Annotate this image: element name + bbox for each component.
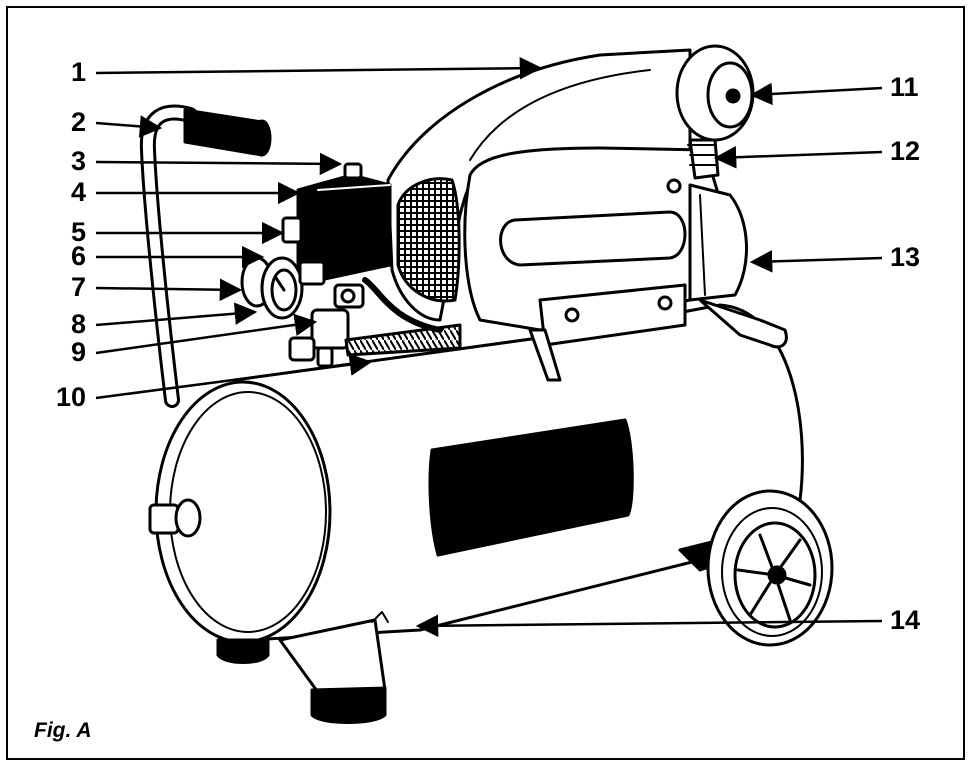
leader-7 bbox=[95, 278, 243, 301]
callout-8: 8 bbox=[70, 309, 86, 339]
motor-shroud bbox=[386, 48, 748, 382]
callout-4: 4 bbox=[70, 177, 86, 207]
callout-14: 14 bbox=[890, 605, 921, 635]
pressure-switch bbox=[281, 162, 392, 282]
leader-13 bbox=[749, 250, 883, 273]
callout-3: 3 bbox=[70, 146, 86, 176]
wheel bbox=[706, 489, 834, 647]
callout-11: 11 bbox=[890, 72, 919, 102]
leader-11 bbox=[749, 82, 883, 106]
callout-12: 12 bbox=[890, 136, 921, 166]
leader-9 bbox=[95, 313, 318, 355]
callout-6: 6 bbox=[70, 241, 86, 271]
air-filter bbox=[675, 44, 755, 180]
callout-2: 2 bbox=[70, 107, 86, 137]
figure-frame bbox=[6, 6, 965, 760]
callout-1: 1 bbox=[70, 57, 86, 87]
leader-1 bbox=[95, 56, 543, 80]
figure-caption: Fig. A bbox=[34, 719, 92, 742]
leader-12 bbox=[713, 146, 883, 169]
callout-9: 9 bbox=[70, 337, 86, 367]
tank-handle bbox=[139, 104, 272, 408]
callout-10: 10 bbox=[55, 382, 86, 412]
gauges bbox=[240, 256, 326, 320]
leader-lines bbox=[95, 56, 883, 638]
outlet-manifold bbox=[288, 277, 462, 368]
air-tank bbox=[148, 298, 804, 644]
leader-2 bbox=[95, 115, 163, 138]
leader-8 bbox=[95, 302, 258, 327]
callout-13: 13 bbox=[890, 242, 921, 272]
callout-7: 7 bbox=[70, 272, 86, 302]
leader-10 bbox=[95, 353, 373, 400]
leader-14 bbox=[415, 614, 883, 638]
leader-3 bbox=[95, 152, 343, 176]
callout-5: 5 bbox=[70, 217, 86, 247]
tank-feet bbox=[216, 611, 389, 724]
